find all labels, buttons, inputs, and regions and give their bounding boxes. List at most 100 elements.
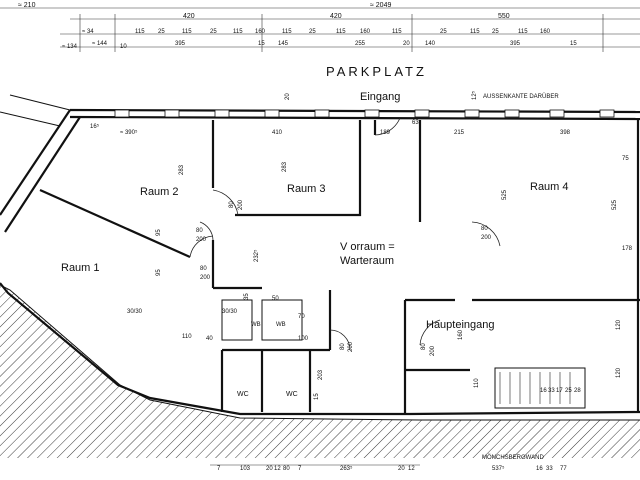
inner-dim-label: 283: [282, 161, 288, 172]
window-marker: [504, 109, 520, 118]
bottom-dim-label: 537⁵: [492, 465, 505, 472]
inner-dim-label: 200: [348, 341, 354, 352]
dim-row2-item: 160: [255, 29, 266, 35]
stair-number: 16: [540, 388, 547, 394]
outer-walls: [0, 94, 640, 416]
parking-title: PARKPLATZ: [326, 64, 427, 79]
stair-number: 28: [574, 388, 581, 394]
dim-row2-item: 25: [440, 29, 447, 35]
inner-dim-label: 75: [622, 156, 629, 162]
interior-walls: [39, 119, 640, 414]
dim-row2-item: 115: [135, 29, 145, 35]
bottom-dim-label: 33: [546, 466, 553, 472]
room-label-raum3: Raum 3: [287, 183, 326, 195]
inner-dim-label: 40: [206, 336, 213, 342]
dim-row3-item: 15: [570, 41, 577, 47]
dim-row2-item: 115: [233, 29, 243, 35]
door-corridor: [374, 117, 401, 136]
inner-dim-label: 35: [244, 293, 250, 300]
window-marker: [464, 109, 480, 118]
window-marker: [364, 109, 380, 118]
bottom-dim-label: 20: [398, 466, 405, 472]
bottom-dim-label: 16: [536, 466, 543, 472]
stair-number: 33: [548, 388, 555, 394]
inner-dim-label: 178: [622, 246, 633, 252]
inner-dim-label: 80: [340, 343, 346, 350]
room-label-vorraum: V orraum =: [340, 241, 395, 253]
inner-dim-label: 525: [502, 189, 508, 200]
dim-overall-left: ≈ 210: [18, 2, 36, 9]
dim-row2-item: ≈ 34: [82, 29, 94, 35]
room-label-raum1: Raum 1: [61, 262, 100, 274]
door-wc-area: [329, 329, 351, 351]
inner-dim-label: 16⁵: [90, 123, 100, 130]
bottom-dim-label: 12: [274, 466, 281, 472]
inner-dim-label: 525: [612, 199, 618, 210]
dim-seg1: 420: [183, 13, 195, 20]
dim-row2-item: 115: [518, 29, 528, 35]
dim-row2-item: 160: [360, 29, 371, 35]
dim-row3-item: 15: [258, 41, 265, 47]
dim-seg3: 550: [498, 13, 510, 20]
window-marker: [114, 109, 130, 118]
window-marker: [549, 109, 565, 118]
inner-dim-label: 120: [616, 319, 622, 330]
stair-number: 17: [556, 388, 563, 394]
inner-dim-label: 63: [412, 120, 419, 126]
rock-edge: [0, 284, 640, 421]
inner-dim-label: 189: [380, 130, 391, 136]
label-moenchsbergwand: MÖNCHSBERGWAND: [482, 454, 544, 461]
room-label-wb1: WB: [251, 322, 261, 328]
inner-dim-label: 200: [430, 345, 436, 356]
bottom-dim-label: 80: [283, 466, 290, 472]
room-label-warteraum: Warteraum: [340, 255, 394, 267]
dim-row3-left: ≈ 134: [62, 44, 78, 50]
room-label-haupteingang: Haupteingang: [426, 319, 495, 331]
room-label-raum4: Raum 4: [530, 181, 569, 193]
dim-row3-item: 145: [278, 41, 289, 47]
inner-dim-label: 200: [196, 237, 207, 243]
dim-row2-item: 115: [392, 29, 402, 35]
label-aussenkante: AUSSENKANTE DARÜBER: [483, 93, 559, 100]
inner-dim-label: 95: [156, 269, 162, 276]
dim-row3-item: 20: [403, 41, 410, 47]
inner-dim-label: 200: [200, 275, 211, 281]
inner-dim-label: 110: [474, 378, 480, 388]
room-label-raum2: Raum 2: [140, 186, 179, 198]
inner-dim-label: 203: [318, 369, 324, 380]
inner-dim-label: 80: [481, 226, 488, 232]
doors: [189, 117, 501, 351]
door-raum2: [212, 189, 239, 216]
dim-row3-item: 395: [175, 41, 186, 47]
inner-dim-label: 80: [421, 343, 427, 350]
dim-row2-item: 115: [470, 29, 480, 35]
bottom-dim-label: 7: [217, 466, 221, 472]
inner-dim-label: 200: [481, 235, 492, 241]
top-dimension-lines: [0, 7, 640, 52]
bottom-dim-label: 12: [408, 466, 415, 472]
door-raum4: [471, 221, 501, 247]
dim-overall-total: ≈ 2049: [370, 2, 391, 9]
dim-row2-item: 115: [282, 29, 292, 35]
dim-row2-item: 115: [336, 29, 346, 35]
inner-dim-label: 215: [454, 130, 465, 136]
dim-row2-item: 25: [210, 29, 217, 35]
inner-dim-label: 80: [200, 266, 207, 272]
window-marker: [414, 109, 430, 118]
inner-dim-label: 20: [285, 93, 291, 100]
inner-dim-label: 232⁵: [253, 249, 260, 262]
window-marker: [599, 109, 615, 118]
inner-dim-label: 398: [560, 130, 571, 136]
stair-number: 25: [565, 388, 572, 394]
room-label-wc2: WC: [286, 391, 298, 398]
door-haupteingang: [419, 319, 441, 346]
bottom-dim-label: 263⁵: [340, 465, 353, 472]
room-label-wb2: WB: [276, 322, 286, 328]
rock-hatch-left: [0, 285, 640, 458]
inner-dim-label: 15: [314, 393, 320, 400]
inner-dim-label: 95: [156, 229, 162, 236]
